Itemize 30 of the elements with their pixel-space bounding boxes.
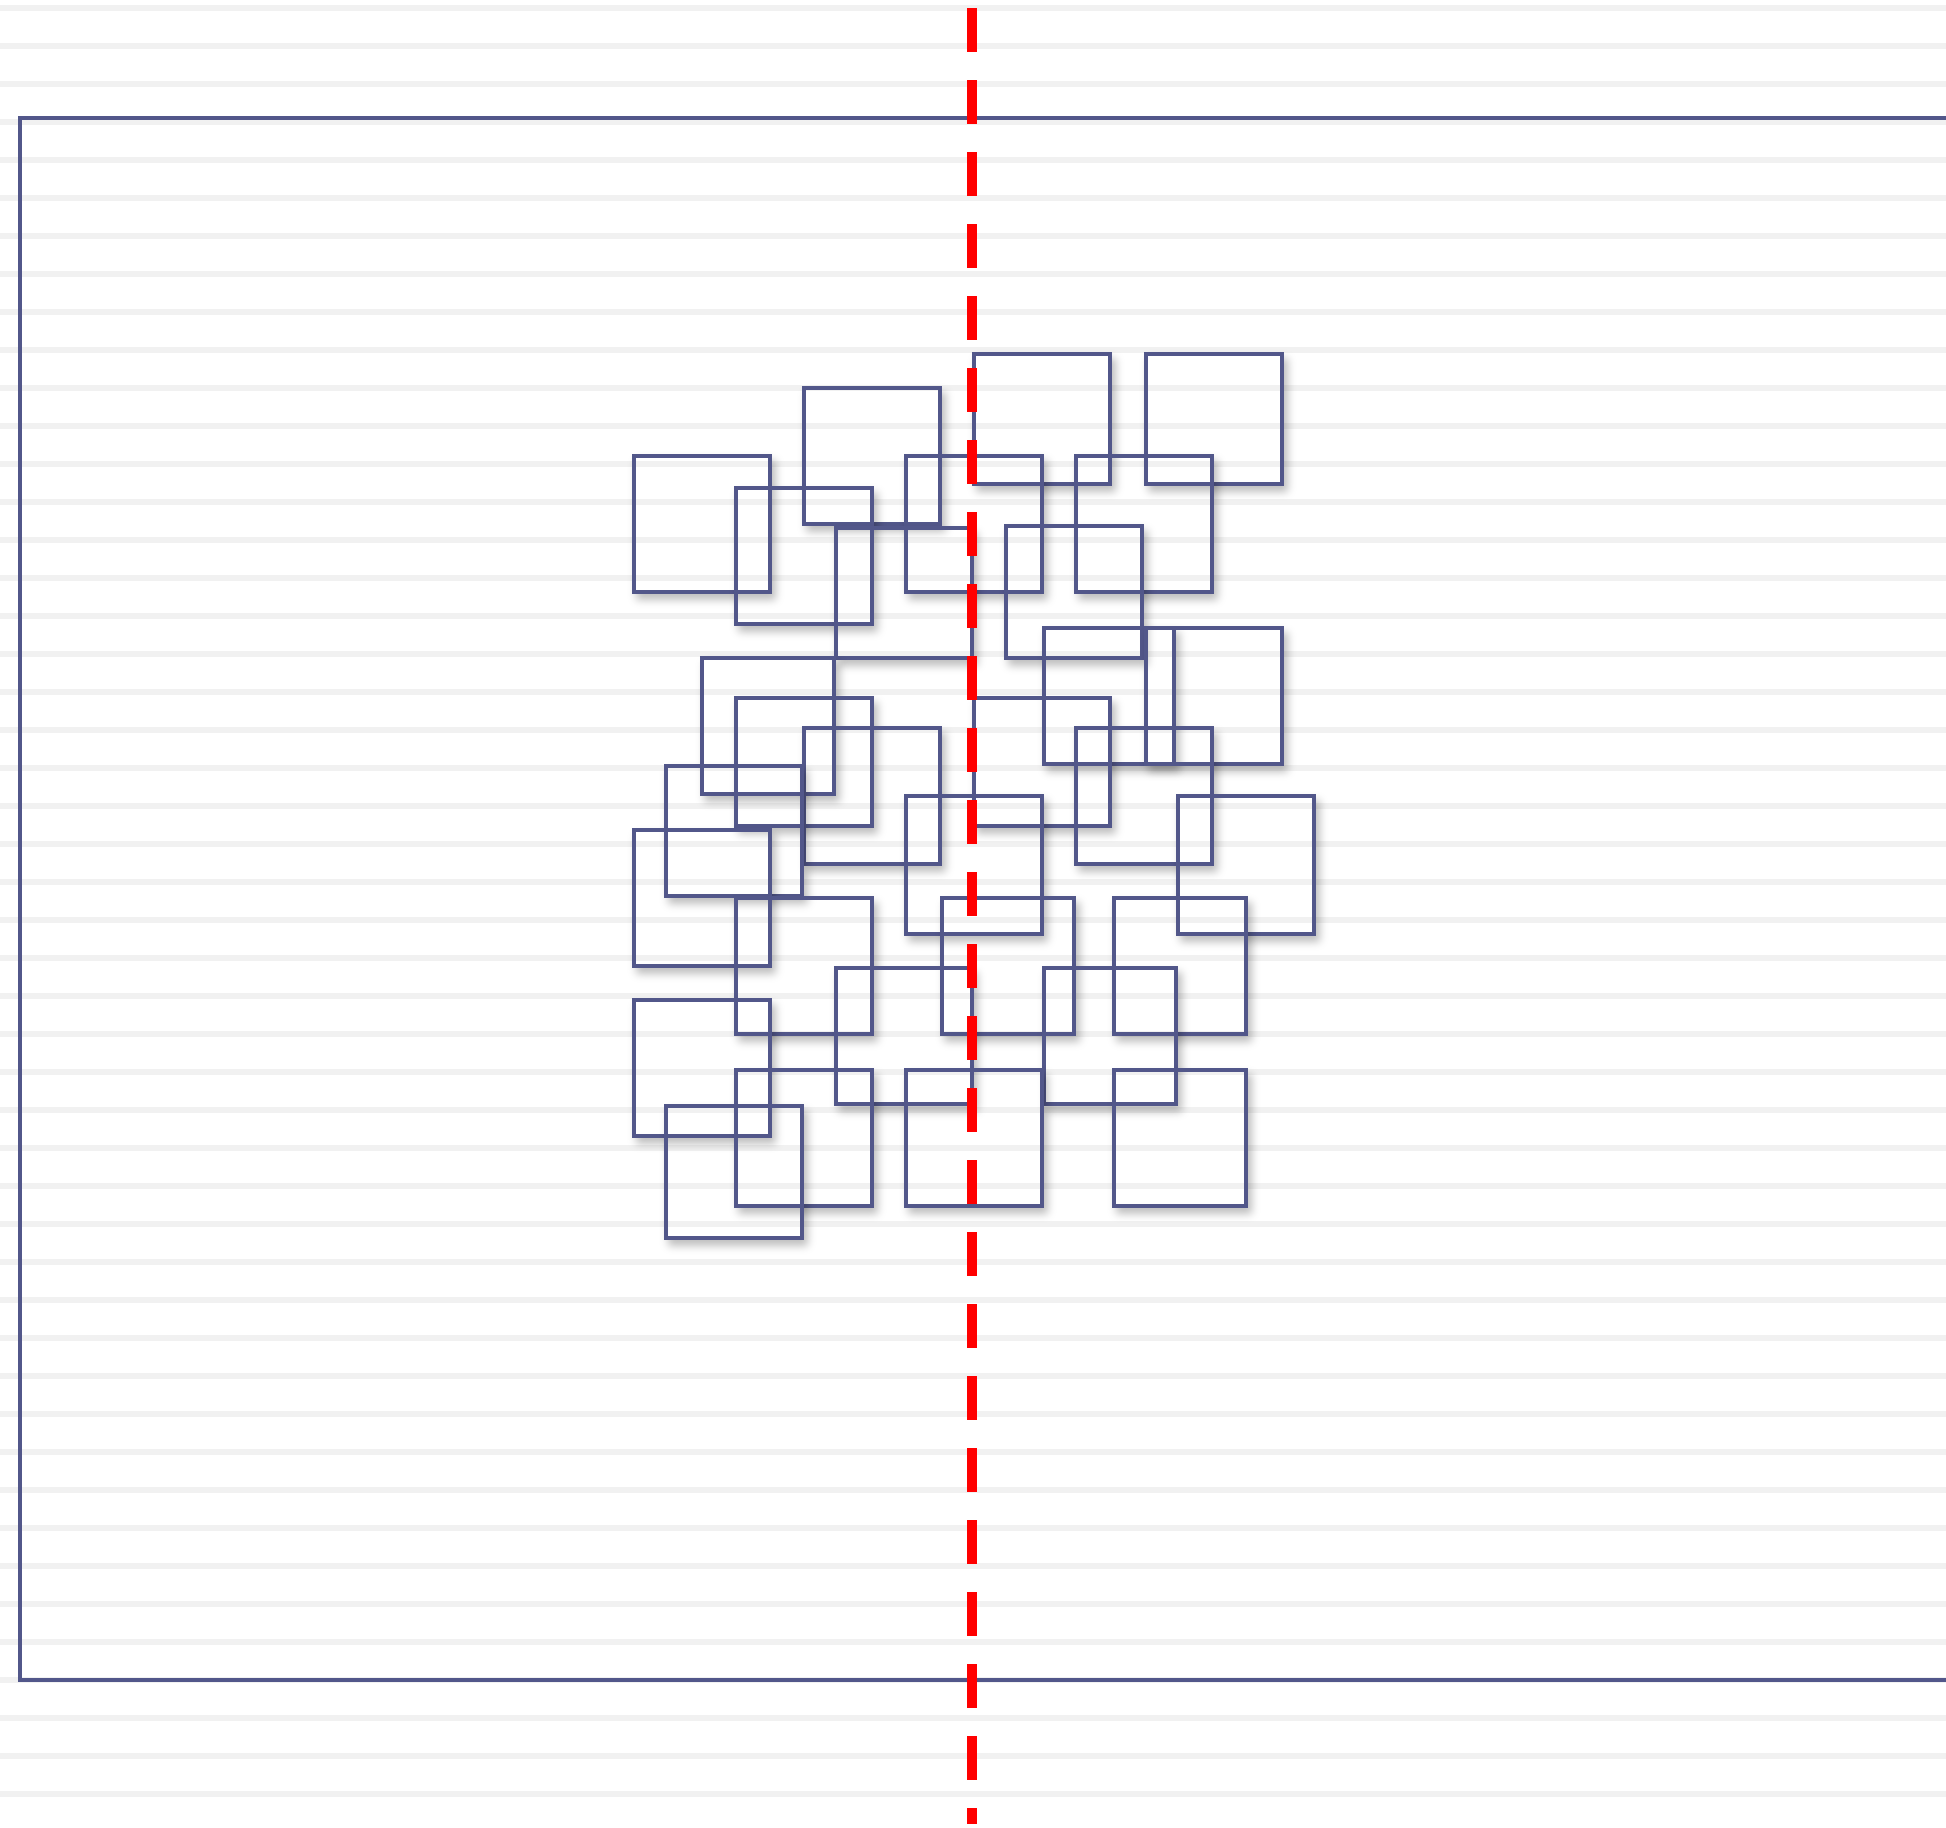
square-outline — [1003, 523, 1143, 659]
square-outline — [631, 997, 771, 1137]
square-outline — [903, 453, 1043, 593]
square-outline — [699, 655, 835, 795]
square-outline — [733, 1067, 873, 1207]
square-outline — [733, 485, 873, 625]
square-outline — [1175, 793, 1315, 935]
square-outline — [1111, 1067, 1247, 1207]
square-outline — [903, 793, 1043, 935]
square-outline — [663, 1103, 803, 1239]
square-outline — [631, 827, 771, 967]
square-outline — [1143, 625, 1283, 765]
square-outline — [971, 351, 1111, 485]
square-outline — [1111, 895, 1247, 1035]
square-outline — [833, 965, 973, 1105]
square-outline — [801, 385, 941, 525]
square-outline — [733, 895, 873, 1035]
square-outline — [1041, 965, 1177, 1105]
square-outline — [971, 695, 1111, 827]
square-outline — [1073, 453, 1213, 593]
square-outline — [903, 1067, 1043, 1207]
square-outline — [833, 525, 973, 659]
square-outline — [1073, 725, 1213, 865]
square-outline — [1041, 625, 1175, 765]
square-outline — [801, 725, 941, 865]
square-outline — [631, 453, 771, 593]
square-outline — [939, 895, 1075, 1035]
square-outline — [663, 763, 803, 897]
square-outline — [1143, 351, 1283, 485]
square-outline — [733, 695, 873, 827]
